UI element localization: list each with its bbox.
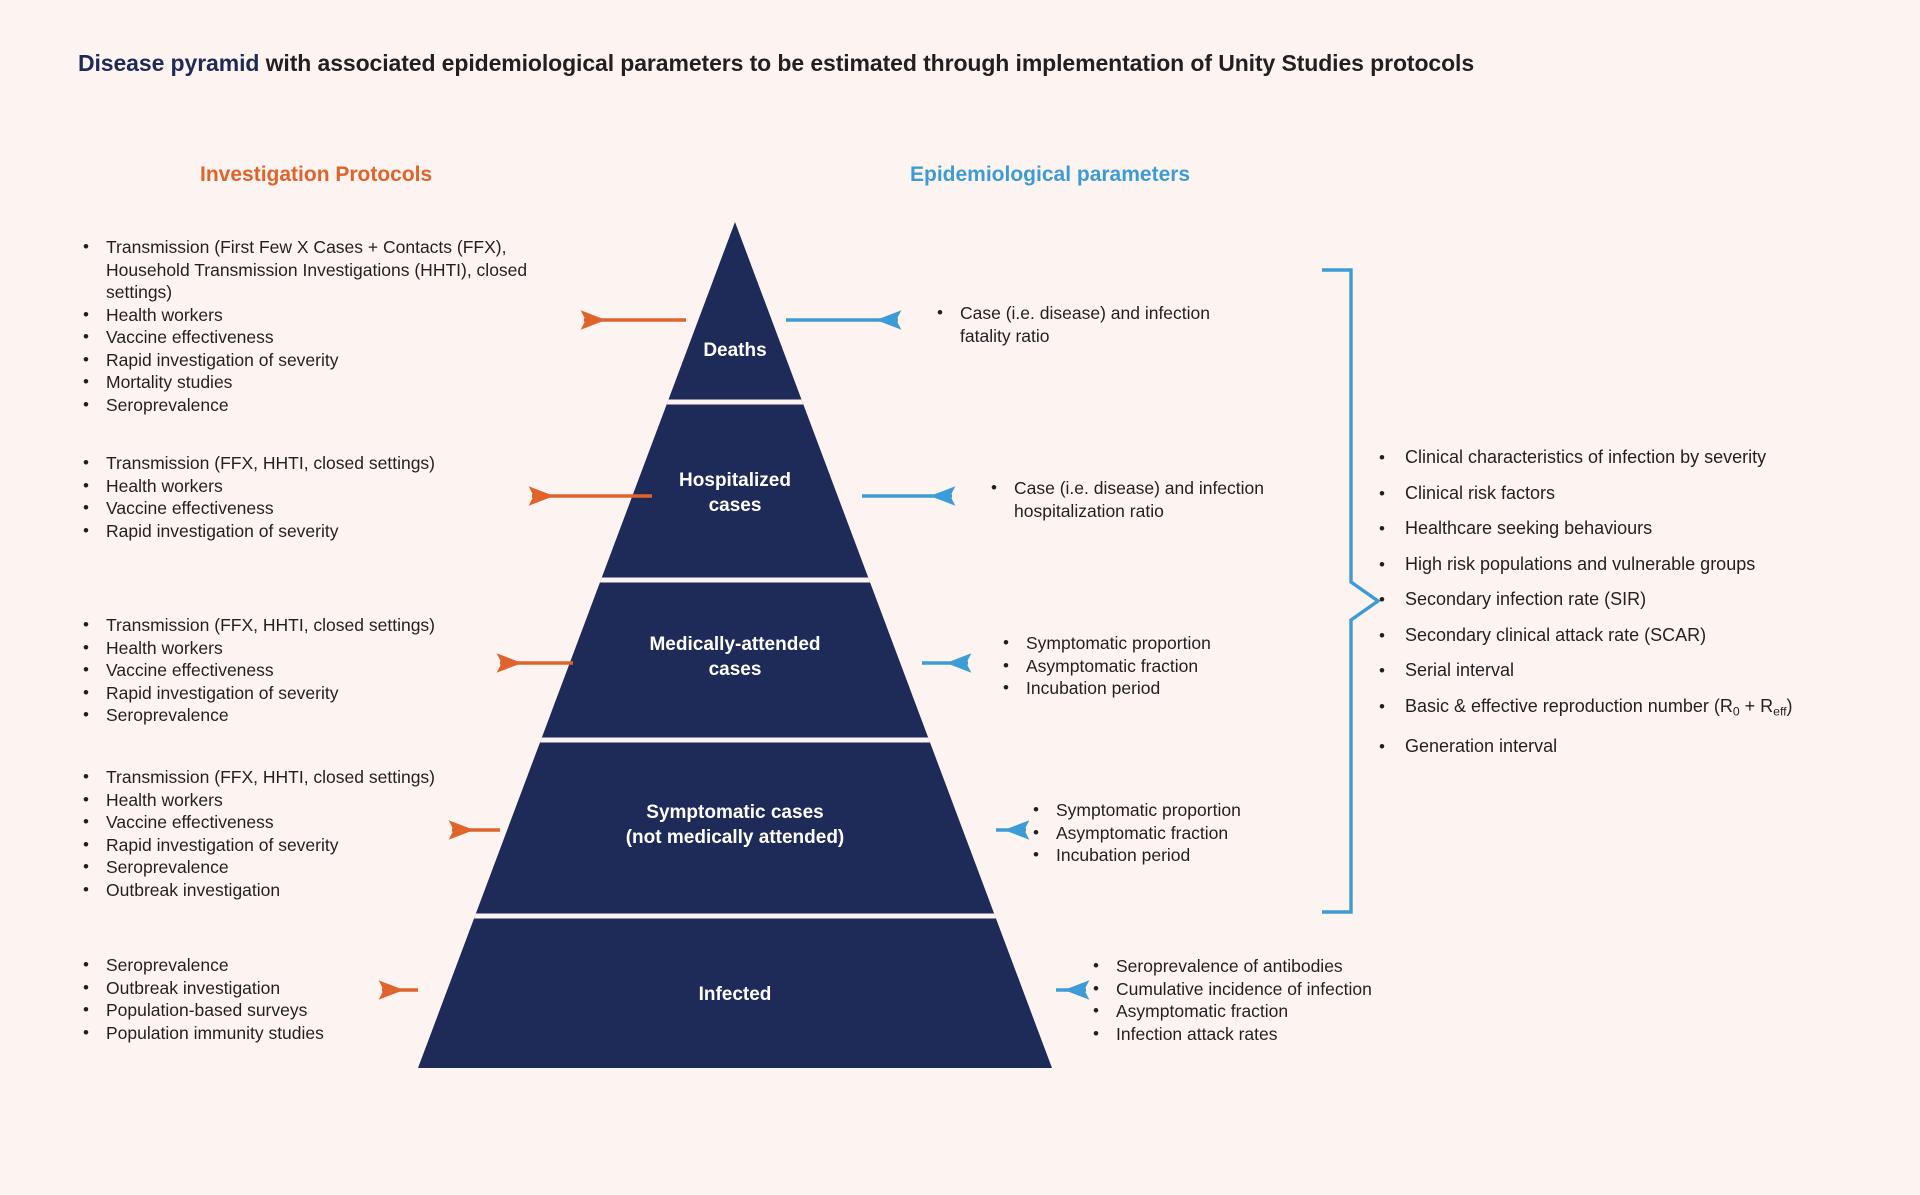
list-item: Seroprevalence of antibodies [1090, 955, 1450, 978]
list-item: Clinical risk factors [1375, 482, 1875, 505]
list-item: Asymptomatic fraction [1000, 655, 1330, 678]
list-item: Rapid investigation of severity [80, 682, 550, 705]
list-item: Rapid investigation of severity [80, 520, 550, 543]
protocol-list-deaths: Transmission (First Few X Cases + Contac… [80, 236, 550, 416]
list-item: Seroprevalence [80, 394, 550, 417]
list-item: Incubation period [1030, 844, 1360, 867]
protocol-list-symptomatic: Transmission (FFX, HHTI, closed settings… [80, 766, 550, 901]
list-item: Secondary infection rate (SIR) [1375, 588, 1875, 611]
list-item: Transmission (FFX, HHTI, closed settings… [80, 614, 550, 637]
page-title-bold: Disease pyramid [78, 50, 260, 76]
pyramid-level-infected: Infected [698, 984, 772, 1005]
list-item: Vaccine effectiveness [80, 811, 550, 834]
list-item: Rapid investigation of severity [80, 834, 550, 857]
list-item: Population immunity studies [80, 1022, 550, 1045]
protocol-list-hospitalized: Transmission (FFX, HHTI, closed settings… [80, 452, 550, 542]
list-item: Vaccine effectiveness [80, 659, 550, 682]
list-item: Symptomatic proportion [1030, 799, 1360, 822]
list-item: Health workers [80, 637, 550, 660]
parameter-list-infected: Seroprevalence of antibodiesCumulative i… [1090, 955, 1450, 1045]
list-item: Generation interval [1375, 735, 1875, 758]
list-item: Mortality studies [80, 371, 550, 394]
list-item: Health workers [80, 475, 550, 498]
list-item: Serial interval [1375, 659, 1875, 682]
pyramid-level-hospitalized: Hospitalized cases [679, 470, 791, 516]
pyramid-level-symptomatic: Symptomatic cases (not medically attende… [625, 802, 845, 848]
list-item: Rapid investigation of severity [80, 349, 550, 372]
list-item: Outbreak investigation [80, 879, 550, 902]
list-item: Asymptomatic fraction [1030, 822, 1360, 845]
list-item: High risk populations and vulnerable gro… [1375, 553, 1875, 576]
list-item: Symptomatic proportion [1000, 632, 1330, 655]
parameter-list-hospitalized: Case (i.e. disease) and infection hospit… [988, 477, 1328, 522]
list-item: Seroprevalence [80, 856, 550, 879]
pyramid-level-deaths: Deaths [703, 340, 767, 361]
cross-cutting-parameter-list: Clinical characteristics of infection by… [1375, 446, 1875, 771]
list-item: Population-based surveys [80, 999, 550, 1022]
page-title-rest: with associated epidemiological paramete… [259, 50, 1475, 76]
list-item: Vaccine effectiveness [80, 497, 550, 520]
list-item: Incubation period [1000, 677, 1330, 700]
epidemiological-parameters-header: Epidemiological parameters [910, 163, 1191, 186]
parameter-list-symptomatic: Symptomatic proportionAsymptomatic fract… [1030, 799, 1360, 867]
list-item: Health workers [80, 304, 550, 327]
list-item: Healthcare seeking behaviours [1375, 517, 1875, 540]
pyramid-level-medically-attended: Medically-attended cases [649, 634, 821, 680]
list-item: Case (i.e. disease) and infection fatali… [934, 302, 1264, 347]
parameter-list-deaths: Case (i.e. disease) and infection fatali… [934, 302, 1264, 347]
list-item: Case (i.e. disease) and infection hospit… [988, 477, 1328, 522]
list-item: Vaccine effectiveness [80, 326, 550, 349]
list-item: Outbreak investigation [80, 977, 550, 1000]
investigation-protocols-header: Investigation Protocols [200, 163, 433, 186]
list-item: Basic & effective reproduction number (R… [1375, 695, 1875, 723]
list-item: Cumulative incidence of infection [1090, 978, 1450, 1001]
protocol-list-medically-attended: Transmission (FFX, HHTI, closed settings… [80, 614, 550, 727]
page-title: Disease pyramid with associated epidemio… [78, 50, 1474, 77]
list-item: Clinical characteristics of infection by… [1375, 446, 1875, 469]
list-item: Transmission (First Few X Cases + Contac… [80, 236, 550, 304]
list-item: Asymptomatic fraction [1090, 1000, 1450, 1023]
list-item: Health workers [80, 789, 550, 812]
list-item: Infection attack rates [1090, 1023, 1450, 1046]
parameter-list-medically-attended: Symptomatic proportionAsymptomatic fract… [1000, 632, 1330, 700]
list-item: Secondary clinical attack rate (SCAR) [1375, 624, 1875, 647]
list-item: Transmission (FFX, HHTI, closed settings… [80, 452, 550, 475]
list-item: Seroprevalence [80, 704, 550, 727]
protocol-list-infected: SeroprevalenceOutbreak investigationPopu… [80, 954, 550, 1044]
list-item: Seroprevalence [80, 954, 550, 977]
list-item: Transmission (FFX, HHTI, closed settings… [80, 766, 550, 789]
